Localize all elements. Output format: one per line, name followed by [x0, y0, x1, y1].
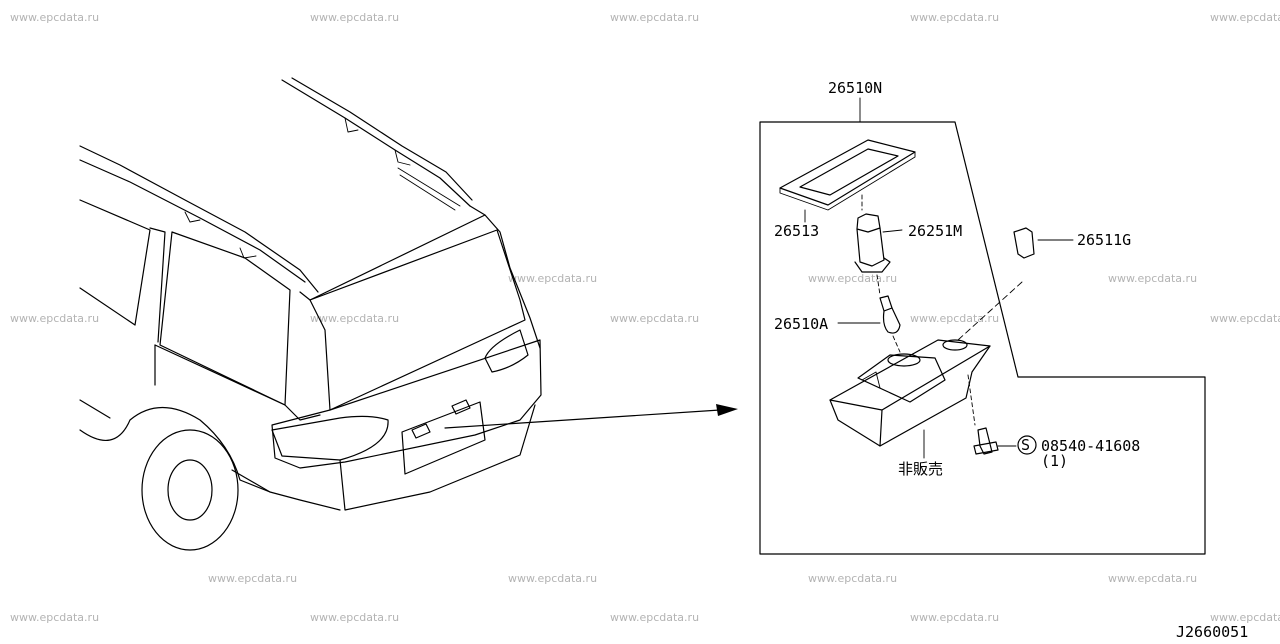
rear-glass [309, 229, 526, 411]
rear-spoiler-lines [397, 167, 461, 211]
watermark: www.epcdata.ru [610, 312, 699, 325]
side-roof-line [79, 145, 319, 293]
roof-rear-edge [299, 205, 486, 301]
label-screw-qty: (1) [1041, 452, 1068, 470]
license-lamp-left [411, 423, 431, 439]
watermark: www.epcdata.ru [10, 11, 99, 24]
screw-part [967, 374, 1037, 455]
c-pillar [149, 227, 166, 343]
watermark: www.epcdata.ru [808, 272, 897, 285]
screw-body [977, 427, 993, 455]
plug-part [957, 227, 1074, 341]
d-pillar-right [484, 214, 541, 349]
bulb-tip [879, 295, 893, 312]
label-lens: 26513 [774, 222, 819, 240]
beltline [154, 344, 321, 421]
housing-screw-hole [942, 339, 968, 351]
screw-axis [967, 374, 976, 426]
license-plate-area [401, 401, 486, 475]
label-assembly: 26510N [828, 79, 882, 97]
watermark: www.epcdata.ru [208, 572, 297, 585]
screw-symbol-circle [1017, 435, 1037, 455]
plug-axis [957, 281, 1023, 341]
screw-head [973, 441, 999, 455]
tail-light-right [484, 329, 529, 373]
license-lamp-right [451, 399, 471, 415]
lens-part [779, 139, 916, 223]
roof-edge-line [281, 79, 471, 207]
watermark: www.epcdata.ru [910, 11, 999, 24]
rear-body [271, 339, 542, 469]
bulb-part [837, 295, 901, 334]
middle-side-window [79, 199, 151, 326]
vehicle-illustration [79, 77, 738, 551]
bulb-glass [882, 307, 901, 334]
lower-body-line [231, 469, 341, 511]
watermark: www.epcdata.ru [610, 611, 699, 624]
rear-wheel-hub [167, 459, 213, 521]
watermark: www.epcdata.ru [508, 272, 597, 285]
housing-edge [879, 409, 883, 447]
label-screw-symbol: S [1021, 436, 1030, 454]
watermark: www.epcdata.ru [1210, 312, 1280, 325]
watermark: www.epcdata.ru [310, 312, 399, 325]
lamp-housing [829, 339, 991, 459]
detail-leader-arrowhead [716, 404, 738, 416]
watermark: www.epcdata.ru [1210, 611, 1280, 624]
socket-axis [876, 274, 881, 296]
socket-body [856, 227, 885, 267]
diagram-id: J2660051 [1176, 623, 1248, 640]
socket-leader [882, 229, 903, 233]
watermark-layer: www.epcdata.ru www.epcdata.ru www.epcdat… [10, 11, 1280, 624]
watermark: www.epcdata.ru [1210, 11, 1280, 24]
watermark: www.epcdata.ru [310, 611, 399, 624]
watermark: www.epcdata.ru [310, 11, 399, 24]
roof-rail-line [291, 77, 473, 201]
lens-thickness [779, 151, 916, 211]
lens-inner [799, 148, 899, 196]
detail-leader-line [444, 409, 721, 429]
rear-bumper [339, 404, 536, 511]
side-window-top [79, 159, 306, 283]
housing-socket-boss [857, 354, 946, 403]
tail-light-left [271, 415, 389, 461]
watermark: www.epcdata.ru [1108, 272, 1197, 285]
wheel-arch [79, 407, 271, 493]
housing-top [829, 339, 991, 411]
roof-rail-detail [344, 117, 411, 166]
housing-clip [861, 371, 881, 389]
socket-head [856, 213, 881, 233]
part-labels: 26510N 26513 26251M 26510A 26511G S 0854… [774, 79, 1248, 641]
label-screw: 08540-41608 [1041, 437, 1140, 455]
watermark: www.epcdata.ru [1108, 572, 1197, 585]
watermark: www.epcdata.ru [508, 572, 597, 585]
side-trim-line [79, 399, 111, 419]
watermark: www.epcdata.ru [910, 312, 999, 325]
plug-body [1013, 227, 1035, 259]
socket-flange [854, 257, 891, 273]
detail-frame [759, 121, 1206, 555]
socket-part [854, 213, 903, 273]
watermark: www.epcdata.ru [808, 572, 897, 585]
housing-front [829, 345, 991, 447]
detail-box [759, 97, 1206, 555]
watermark: www.epcdata.ru [10, 611, 99, 624]
watermark: www.epcdata.ru [10, 312, 99, 325]
label-bulb: 26510A [774, 315, 828, 333]
label-socket: 26251M [908, 222, 962, 240]
watermark: www.epcdata.ru [610, 11, 699, 24]
watermark: www.epcdata.ru [910, 611, 999, 624]
rear-wheel [141, 429, 239, 551]
housing-socket-hole [887, 353, 921, 367]
label-plug: 26511G [1077, 231, 1131, 249]
bulb-axis [892, 335, 901, 353]
lens-outer [779, 139, 916, 206]
label-not-sold-separately: 非販売 [898, 460, 943, 478]
